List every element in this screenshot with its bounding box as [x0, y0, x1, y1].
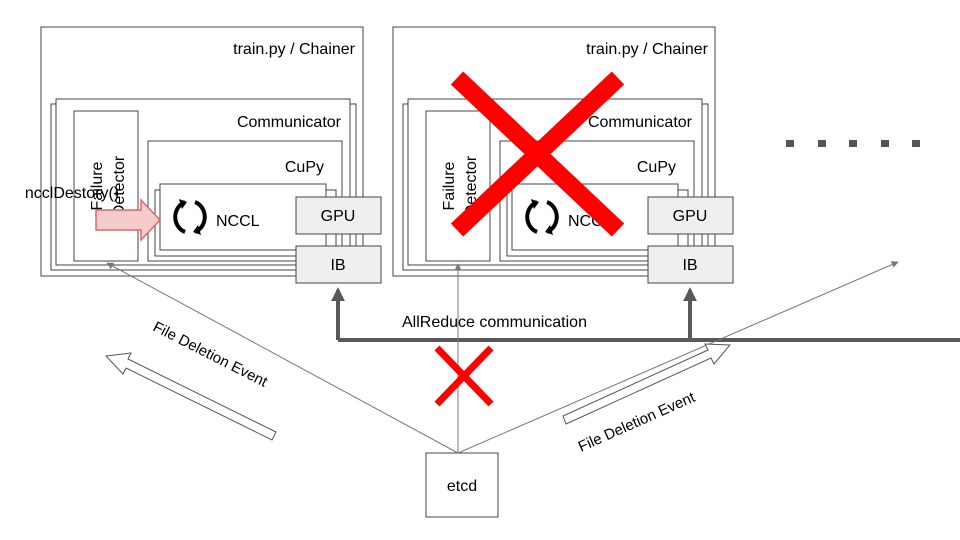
- node2-ib-box: [647, 245, 734, 284]
- event-left-arrow: [104, 352, 277, 441]
- etcd-to-node1-detector-line: [106, 262, 459, 454]
- node1-nccl-label: NCCL: [216, 213, 260, 230]
- node1-ib-label: IB: [330, 257, 345, 274]
- node1-cupy-label: CuPy: [285, 159, 324, 176]
- node1-gpu-box: [295, 196, 382, 235]
- node2-gpu-label: GPU: [673, 208, 708, 225]
- node2-communicator-label: Communicator: [588, 114, 693, 131]
- node2-cupy-label: CuPy: [637, 159, 676, 176]
- broken-link-cross-icon: [434, 345, 494, 407]
- node-2: train.py / Chainer Communicator Failure …: [392, 26, 734, 284]
- node1-nccl-cycle-icon: [173, 199, 207, 235]
- node1-app-label: train.py / Chainer: [233, 41, 356, 58]
- etcd-box: [425, 452, 499, 518]
- node1-failure-detector-label-1: Failure: [89, 161, 106, 210]
- node2-gpu-box: [647, 196, 734, 235]
- node1-gpu-label: GPU: [321, 208, 356, 225]
- node1-communicator-label: Communicator: [237, 114, 342, 131]
- event-right-arrow: [562, 343, 732, 425]
- node1-failure-detector-label-2: Detector: [111, 155, 128, 216]
- node1-failure-detector-box: [73, 110, 139, 262]
- node2-failure-cross-icon: [450, 71, 625, 237]
- etcd-label: etcd: [447, 478, 477, 495]
- event-right-label: File Deletion Event: [576, 389, 699, 456]
- node2-failure-detector-label-1: Failure: [441, 161, 458, 210]
- node2-ib-label: IB: [682, 257, 697, 274]
- more-nodes-ellipsis: [786, 140, 920, 147]
- node1-ib-box: [295, 245, 382, 284]
- allreduce-bus: AllReduce communication: [331, 287, 960, 342]
- node-1: train.py / Chainer Communicator Failure …: [25, 26, 382, 284]
- node2-nccl-cycle-icon: [525, 199, 559, 235]
- allreduce-label: AllReduce communication: [402, 314, 587, 331]
- etcd-to-next-node-line: [457, 261, 899, 454]
- node2-failure-detector-box: [425, 110, 491, 262]
- ncclDestroy-call-label: ncclDestory(): [25, 185, 119, 202]
- ncclDestroy-call-arrow: [95, 198, 162, 242]
- node2-app-label: train.py / Chainer: [586, 41, 709, 58]
